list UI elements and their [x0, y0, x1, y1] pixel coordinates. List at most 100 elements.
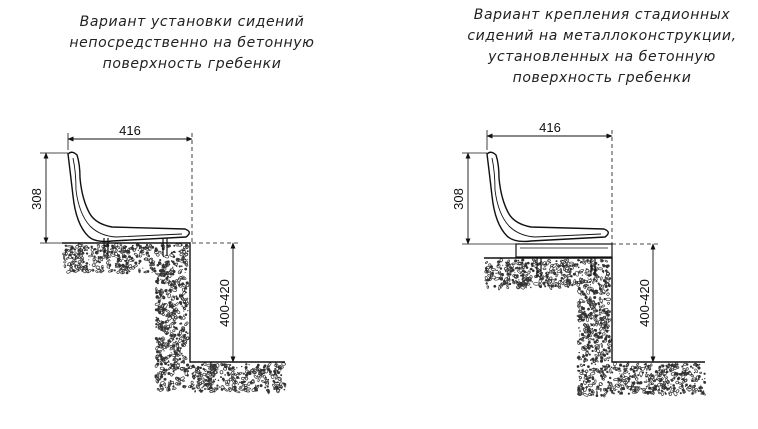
right-concrete-speckle [584, 295, 588, 300]
right-concrete-speckle [631, 368, 634, 371]
right-concrete-speckle [591, 300, 595, 305]
left-concrete-speckle [163, 324, 168, 329]
right-concrete-speckle [534, 261, 537, 264]
left-concrete-speckle [175, 302, 179, 307]
right-concrete-speckle [578, 375, 580, 377]
right-concrete-speckle [594, 346, 598, 350]
left-concrete-speckle [245, 369, 247, 371]
left-concrete-speckle [164, 320, 167, 324]
left-concrete-speckle [181, 354, 184, 357]
right-concrete-speckle [625, 363, 629, 367]
left-concrete-speckle [209, 387, 214, 391]
right-concrete-speckle [597, 351, 599, 354]
left-concrete-speckle [197, 377, 202, 382]
left-concrete-speckle [168, 281, 172, 286]
left-concrete-speckle [114, 251, 118, 256]
right-concrete-speckle [578, 327, 580, 329]
right-concrete-speckle [639, 371, 643, 377]
left-concrete-speckle [182, 385, 187, 389]
left-concrete-speckle [175, 257, 180, 262]
left-concrete-speckle [185, 291, 187, 294]
right-concrete-speckle [577, 318, 580, 321]
left-concrete-speckle [125, 271, 129, 275]
right-concrete-speckle [602, 322, 608, 325]
left-concrete-speckle [220, 376, 222, 379]
left-concrete-speckle [77, 250, 80, 252]
left-concrete-speckle [62, 252, 67, 256]
right-concrete-speckle [648, 386, 651, 390]
left-concrete-speckle [171, 279, 175, 283]
left-ground-outline [62, 242, 285, 363]
right-concrete-speckle [643, 380, 648, 383]
right-concrete-speckle [598, 331, 602, 335]
right-concrete-speckle [645, 371, 648, 374]
right-concrete-speckle [525, 273, 529, 277]
caption-right-line-3: установленных на бетонную [488, 49, 716, 65]
left-concrete-speckle [186, 336, 190, 340]
right-concrete-speckle [521, 271, 525, 275]
left-concrete-speckle [178, 346, 180, 348]
left-concrete-speckle [209, 382, 214, 386]
left-concrete-speckle [162, 269, 165, 273]
right-concrete-speckle [491, 275, 497, 280]
left-concrete-speckle [181, 257, 185, 261]
right-concrete-speckle [593, 328, 596, 332]
right-concrete-speckle [663, 375, 668, 379]
left-concrete-speckle [135, 247, 137, 250]
right-concrete-speckle [642, 389, 646, 394]
left-concrete-speckle [239, 381, 241, 384]
left-concrete-speckle [133, 264, 138, 268]
right-concrete-speckle [580, 332, 585, 337]
right-concrete-speckle [585, 353, 589, 357]
right-concrete-speckle [627, 377, 631, 381]
left-concrete-speckle [249, 369, 254, 373]
left-concrete-speckle [175, 295, 178, 298]
left-concrete-speckle [204, 379, 208, 382]
left-concrete-speckle [234, 368, 236, 371]
left-concrete-speckle [159, 384, 163, 388]
right-concrete-speckle [592, 338, 595, 341]
left-concrete-speckle [96, 244, 99, 246]
right-concrete-speckle [603, 394, 606, 398]
right-concrete-speckle [582, 292, 586, 296]
right-concrete-speckle [685, 367, 689, 371]
right-concrete-speckle [636, 365, 638, 368]
left-concrete-speckle [184, 371, 188, 376]
left-concrete-speckle [155, 252, 160, 257]
right-concrete-speckle [592, 307, 597, 311]
right-concrete-speckle [487, 286, 489, 288]
right-concrete-speckle [584, 329, 586, 331]
right-concrete-speckle [587, 299, 589, 302]
right-concrete-speckle [485, 282, 488, 285]
right-concrete-speckle [591, 389, 595, 394]
right-concrete-speckle [597, 354, 600, 356]
right-concrete-speckle [588, 376, 591, 379]
left-concrete-speckle [126, 247, 130, 253]
left-concrete-speckle [208, 370, 211, 373]
left-concrete-speckle [167, 342, 170, 345]
right-concrete-speckle [603, 392, 608, 396]
right-concrete-speckle [505, 261, 511, 266]
left-concrete-speckle [110, 270, 113, 273]
caption-right-line-2: сидений на металлоконструкции, [467, 28, 737, 44]
left-concrete-speckle [178, 338, 180, 340]
left-concrete-speckle [244, 376, 246, 379]
left-concrete-speckle [261, 376, 263, 378]
left-concrete-speckle [166, 361, 169, 364]
left-concrete-speckle [118, 250, 121, 253]
left-concrete-speckle [176, 354, 180, 357]
right-concrete-speckle [601, 377, 605, 381]
left-concrete-speckle [168, 354, 172, 358]
left-concrete-speckle [160, 327, 162, 329]
left-concrete-speckle [191, 366, 194, 369]
left-concrete-speckle [155, 289, 161, 294]
right-concrete-speckle [579, 363, 583, 368]
right-concrete-speckle [587, 340, 591, 344]
caption-right: Вариант крепления стадионных сидений на … [452, 5, 752, 89]
left-concrete-speckle [178, 316, 183, 320]
right-concrete-speckle [589, 368, 592, 371]
right-concrete-speckle [608, 376, 612, 380]
left-concrete-speckle [186, 363, 190, 367]
left-concrete-speckle [184, 252, 189, 257]
left-concrete-speckle [263, 372, 266, 375]
